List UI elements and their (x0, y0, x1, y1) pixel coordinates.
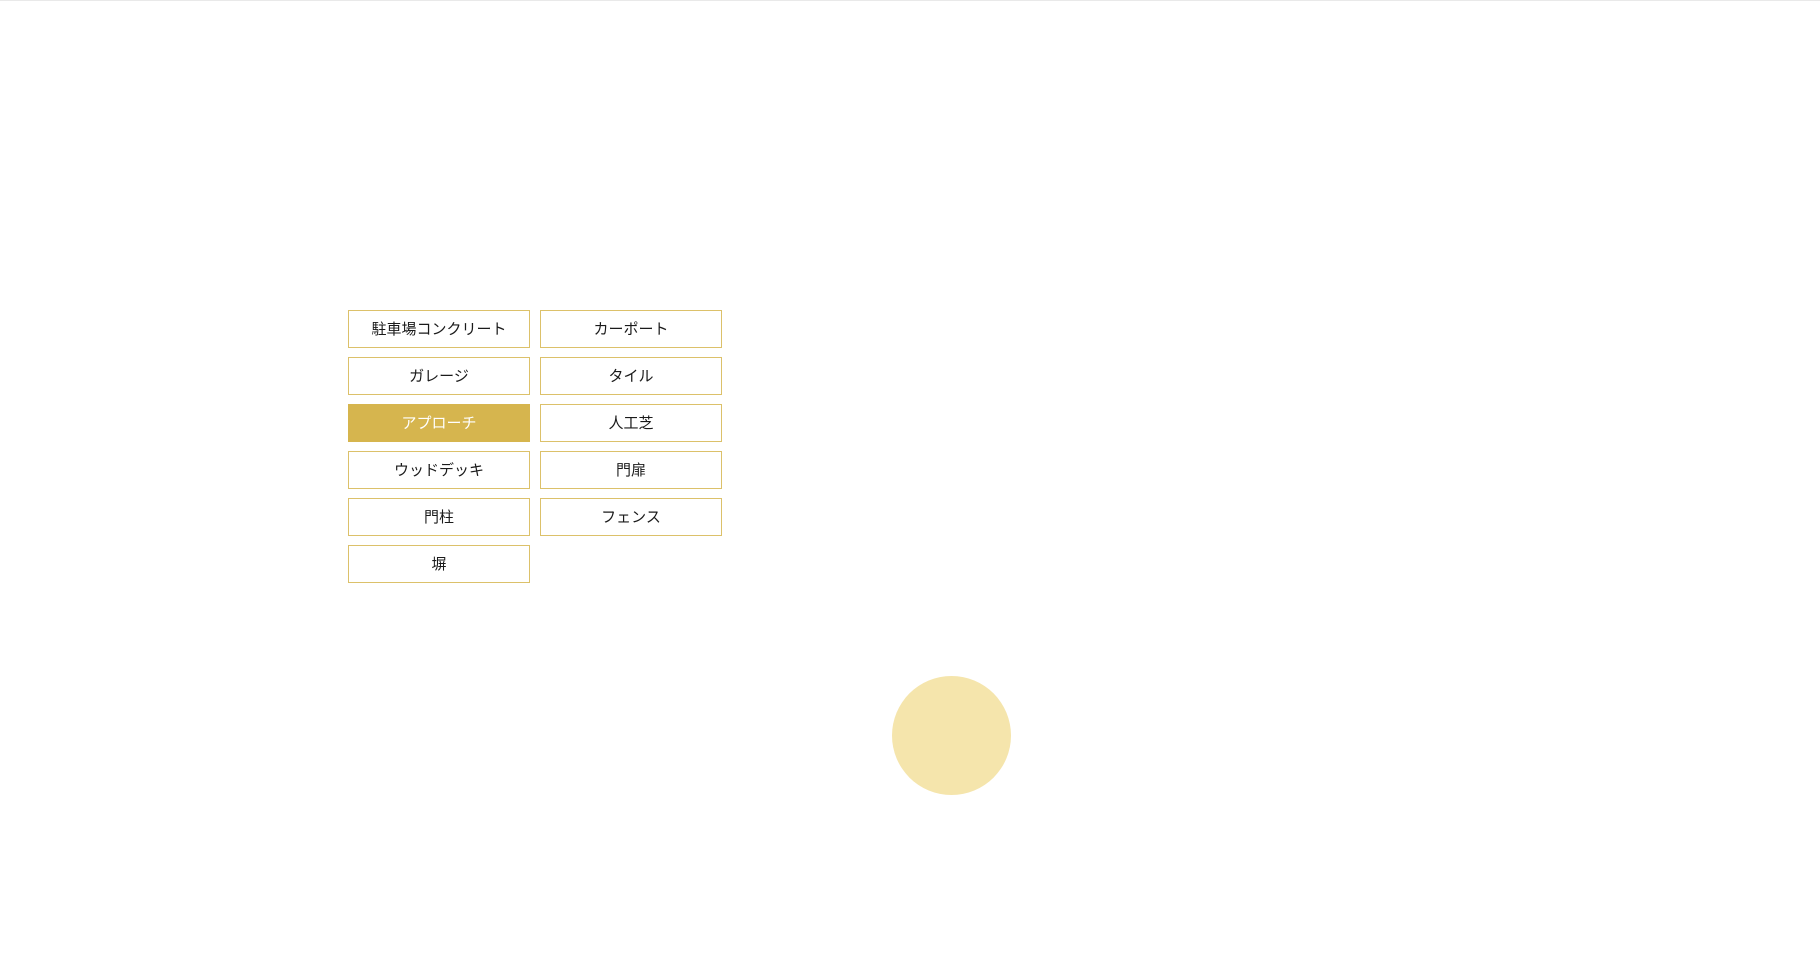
category-button-gate[interactable]: 門扉 (540, 451, 722, 489)
top-divider (0, 0, 1820, 1)
circle-indicator-icon (892, 676, 1011, 795)
category-button-garage[interactable]: ガレージ (348, 357, 530, 395)
category-button-gate-post[interactable]: 門柱 (348, 498, 530, 536)
category-button-carport[interactable]: カーポート (540, 310, 722, 348)
category-button-artificial-turf[interactable]: 人工芝 (540, 404, 722, 442)
category-button-fence[interactable]: フェンス (540, 498, 722, 536)
category-button-wood-deck[interactable]: ウッドデッキ (348, 451, 530, 489)
category-button-wall[interactable]: 塀 (348, 545, 530, 583)
category-button-parking-concrete[interactable]: 駐車場コンクリート (348, 310, 530, 348)
category-button-approach[interactable]: アプローチ (348, 404, 530, 442)
category-filter-grid: 駐車場コンクリート カーポート ガレージ タイル アプローチ 人工芝 ウッドデッ… (348, 310, 722, 583)
category-button-tile[interactable]: タイル (540, 357, 722, 395)
